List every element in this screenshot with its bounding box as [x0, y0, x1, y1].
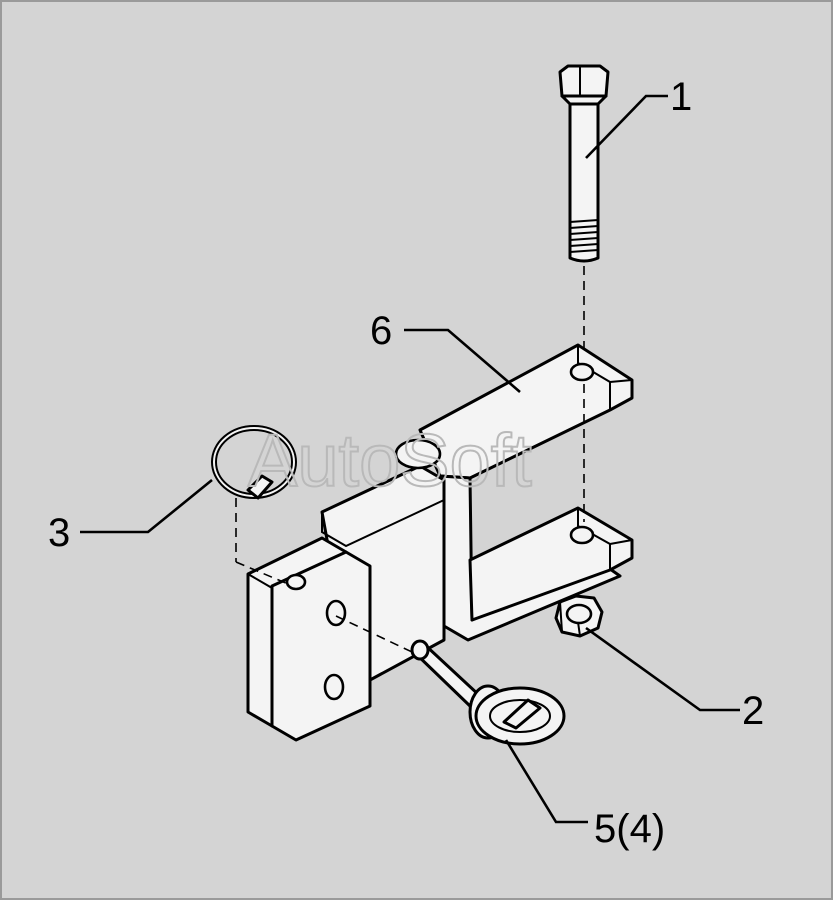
callout-6: 6: [370, 309, 392, 353]
leader-lines: [80, 94, 740, 824]
clevis-plate: [246, 536, 372, 742]
callout-2: 2: [742, 689, 764, 733]
watermark: AutoSoft: [248, 419, 532, 502]
bolt-part-1: [558, 64, 610, 372]
pin-part-5: [335, 615, 566, 746]
callout-3: 3: [48, 511, 70, 555]
callout-5: 5(4): [594, 807, 665, 851]
callout-1: 1: [670, 75, 692, 119]
snap-ring-part-3: [211, 425, 297, 585]
nut-part-2: [554, 594, 604, 638]
